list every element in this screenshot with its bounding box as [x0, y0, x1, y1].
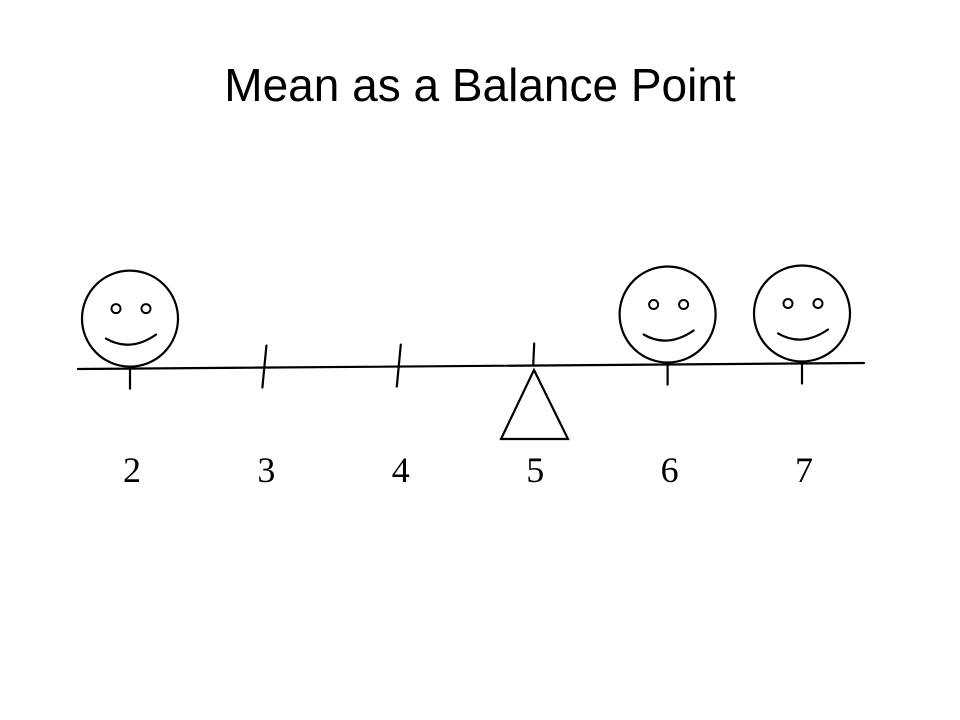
- tick-mark-5: [532, 342, 536, 367]
- smiley-face-icon: [618, 265, 717, 364]
- number-line: [76, 361, 866, 371]
- tick-label-6: 6: [661, 450, 679, 490]
- tick-label-3: 3: [257, 450, 275, 490]
- slide-title: Mean as a Balance Point: [224, 59, 736, 111]
- fulcrum-triangle-icon: [499, 367, 570, 441]
- tick-label-2: 2: [123, 450, 141, 490]
- smiley-face-icon: [80, 269, 180, 368]
- smiley-face-icon: [752, 264, 852, 363]
- tick-mark-3: [261, 344, 268, 389]
- tick-label-5: 5: [526, 450, 544, 490]
- tick-label-4: 4: [392, 450, 410, 490]
- tick-mark-4: [395, 343, 402, 388]
- tick-label-7: 7: [795, 450, 813, 490]
